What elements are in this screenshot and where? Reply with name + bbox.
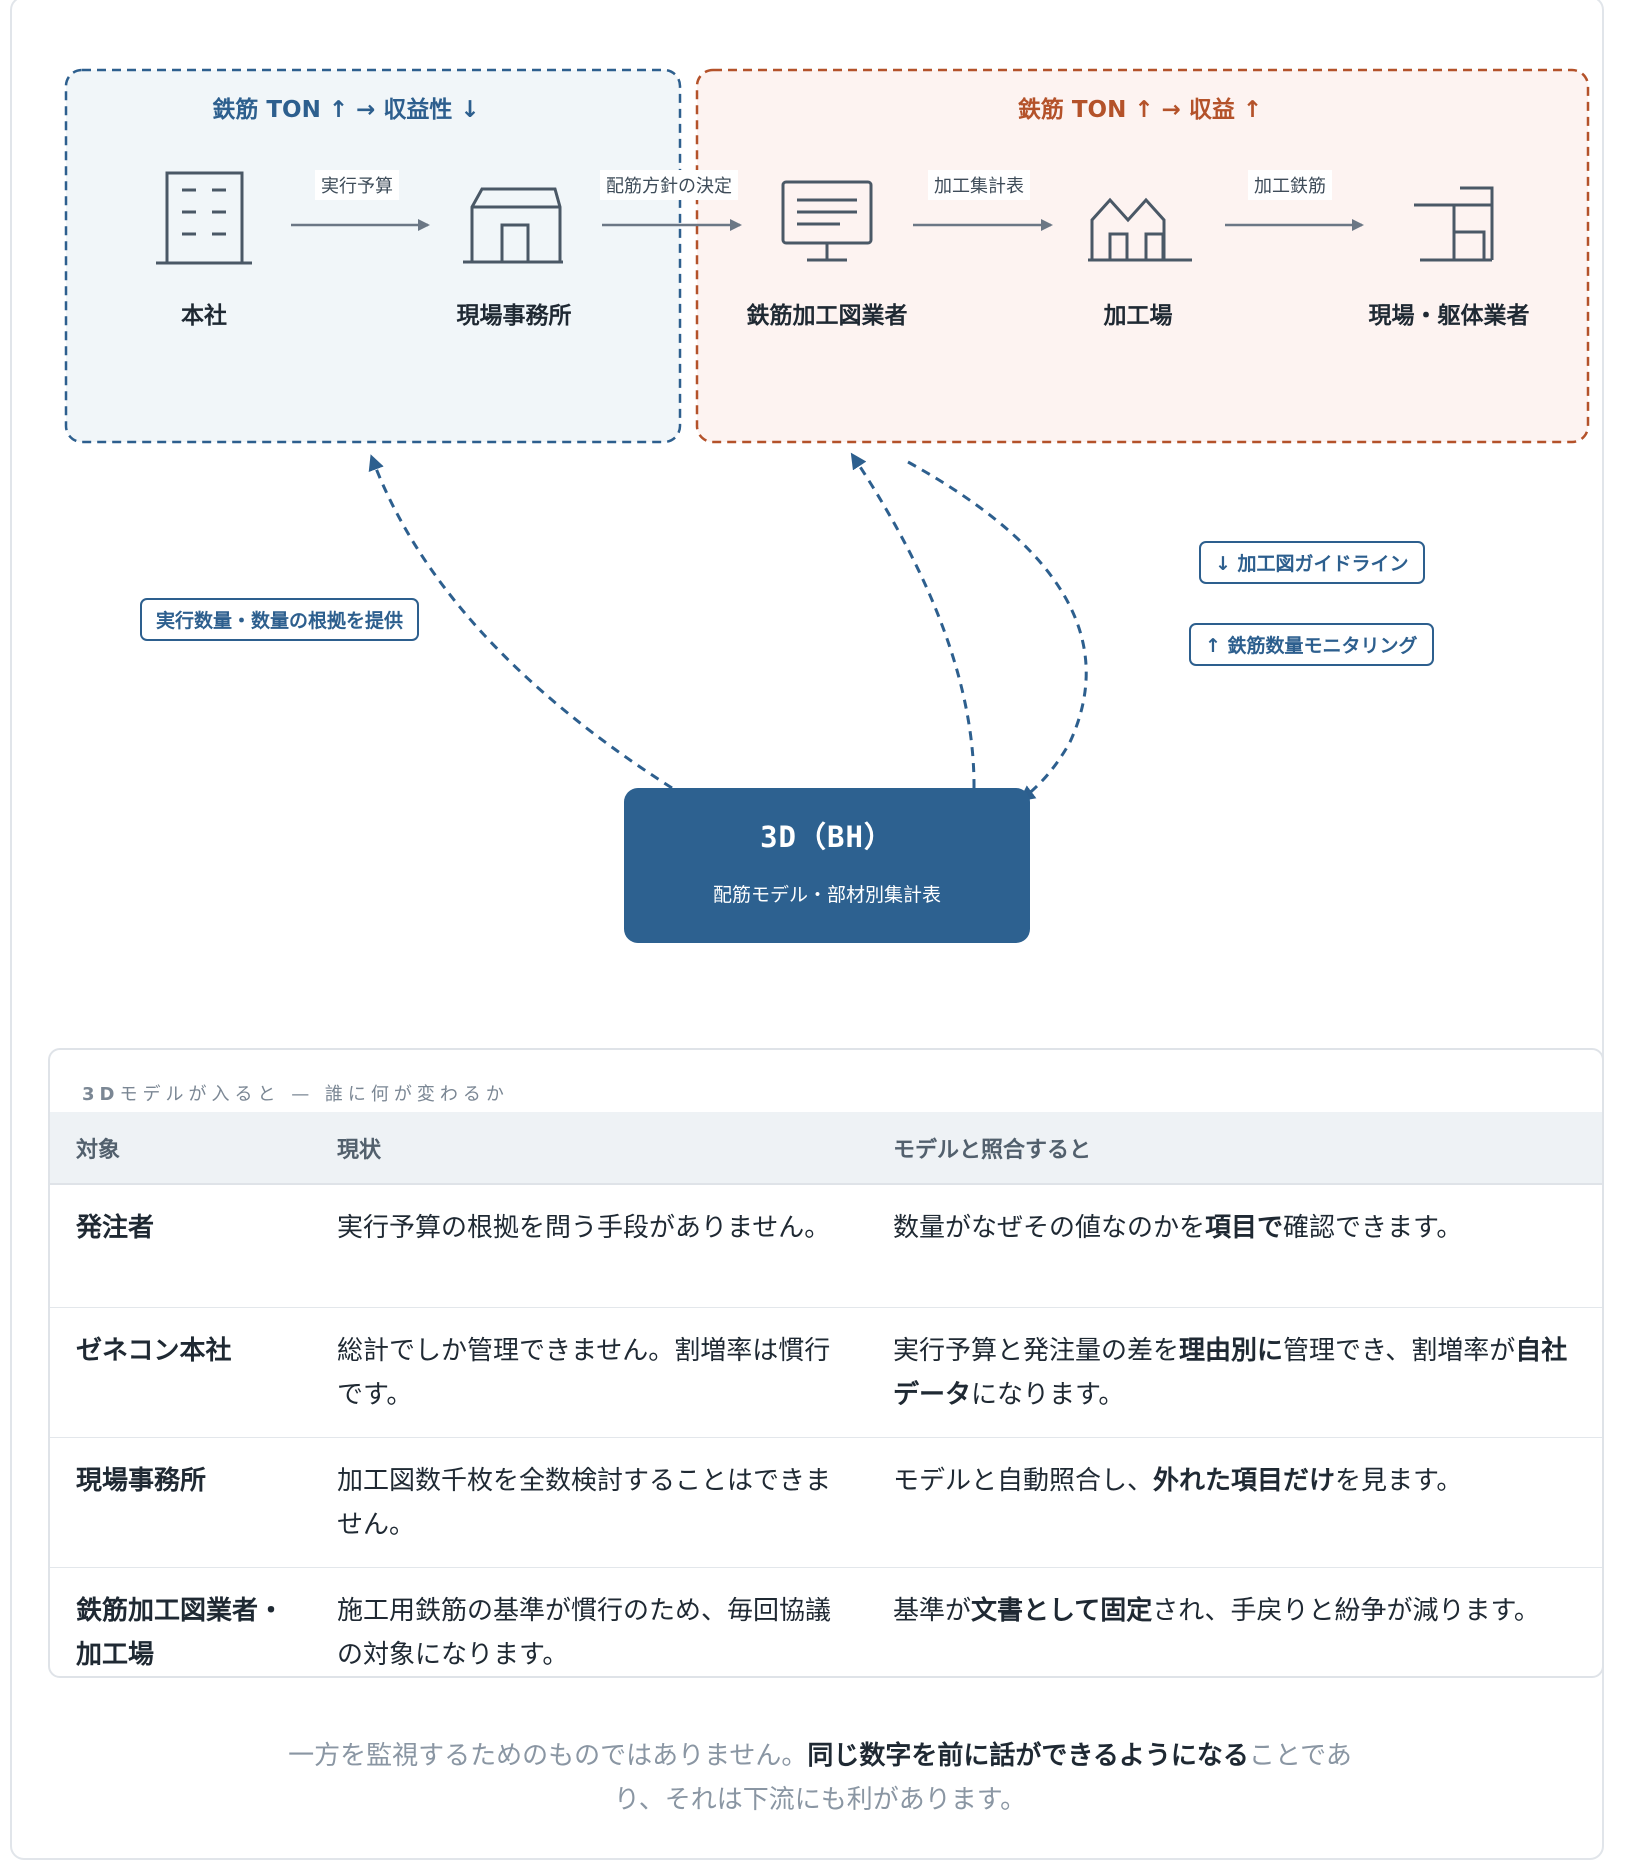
edge-label-tally: 加工集計表 (928, 170, 1030, 200)
node-plant: 加工場 (1103, 303, 1173, 329)
monitor-icon (781, 180, 873, 262)
structure-icon (1414, 186, 1494, 262)
node-genba-office: 現場事務所 (456, 303, 572, 329)
caption-tail: モデルが入ると — 誰に何が変わるか (119, 1084, 509, 1105)
row-current: 施工用鉄筋の基準が慣行のため、毎回協議の対象になります。 (337, 1595, 832, 1670)
edge-label-policy: 配筋方針の決定 (600, 170, 738, 200)
factory-icon (1088, 197, 1192, 262)
table-row: ゼネコン本社 総計でしか管理できません。割増率は慣行です。 実行予算と発注量の差… (50, 1307, 1602, 1438)
model-title: 3D（BH） (760, 820, 894, 854)
row-target: ゼネコン本社 (50, 1307, 311, 1438)
header-after: モデルと照合すると (867, 1112, 1602, 1185)
row-target: 発注者 (50, 1184, 311, 1308)
zone-right (695, 68, 1590, 444)
edge-label-budget: 実行予算 (315, 170, 399, 200)
curve-to-left-zone (368, 454, 673, 790)
row-current: 実行予算の根拠を問う手段がありません。 (311, 1184, 867, 1308)
pill-monitoring: ↑ 鉄筋数量モニタリング (1189, 623, 1434, 666)
row-current: 加工図数千枚を全数検討することはできません。 (311, 1437, 867, 1568)
header-target: 対象 (50, 1112, 311, 1185)
zone-left-title: 鉄筋 TON ↑ → 収益性 ↓ (212, 97, 480, 123)
table-row: 発注者 実行予算の根拠を問う手段がありません。 数量がなぜその値なのかを項目で確… (50, 1184, 1602, 1308)
table-row: 現場事務所 加工図数千枚を全数検討することはできません。 モデルと自動照合し、外… (50, 1437, 1602, 1568)
row-target: 鉄筋加工図業者・加工場 (76, 1595, 285, 1670)
row-target: 現場事務所 (50, 1437, 311, 1568)
row-after: モデルと自動照合し、外れた項目だけを見ます。 (867, 1437, 1602, 1568)
row-after: 基準が文書として固定され、手戻りと紛争が減ります。 (893, 1595, 1540, 1626)
pill-guideline: ↓ 加工図ガイドライン (1199, 541, 1425, 584)
table-row: 鉄筋加工図業者・加工場 施工用鉄筋の基準が慣行のため、毎回協議の対象になります。… (50, 1567, 1602, 1676)
table-header-row: 対象 現状 モデルと照合すると (50, 1112, 1602, 1185)
table-caption: 3Dモデルが入ると — 誰に何が変わるか (82, 1080, 509, 1106)
node-honsha: 本社 (181, 303, 227, 329)
footer-note: 一方を監視するためのものではありません。同じ数字を前に話ができるようになることで… (288, 1741, 1352, 1815)
curve-to-fabricator (850, 452, 976, 789)
model-box: 3D（BH） 配筋モデル・部材別集計表 (624, 788, 1030, 943)
caption-head: 3D (82, 1084, 120, 1105)
flow-diagram (64, 68, 1590, 802)
site-office-icon (463, 187, 563, 264)
model-subtitle: 配筋モデル・部材別集計表 (712, 884, 941, 906)
building-icon (156, 171, 252, 265)
row-after: 実行予算と発注量の差を理由別に管理でき、割増率が自社データになります。 (867, 1307, 1602, 1438)
header-current: 現状 (311, 1112, 867, 1185)
edge-label-rebar: 加工鉄筋 (1248, 170, 1332, 200)
zone-right-title: 鉄筋 TON ↑ → 収益 ↑ (1017, 97, 1263, 123)
row-current: 総計でしか管理できません。割増率は慣行です。 (311, 1307, 867, 1438)
node-site-contractor: 現場・躯体業者 (1368, 303, 1530, 329)
row-after: 数量がなぜその値なのかを項目で確認できます。 (867, 1184, 1602, 1308)
curve-from-fabricator (907, 460, 1088, 802)
node-fabricator: 鉄筋加工図業者 (746, 303, 908, 329)
pill-provide-quantity: 実行数量・数量の根拠を提供 (140, 598, 420, 641)
zone-left (64, 68, 682, 444)
comparison-table: 対象 現状 モデルと照合すると 発注者 実行予算の根拠を問う手段がありません。 … (50, 1112, 1602, 1676)
comparison-card: 3Dモデルが入ると — 誰に何が変わるか 対象 現状 モデルと照合すると 発注者… (48, 1048, 1604, 1678)
